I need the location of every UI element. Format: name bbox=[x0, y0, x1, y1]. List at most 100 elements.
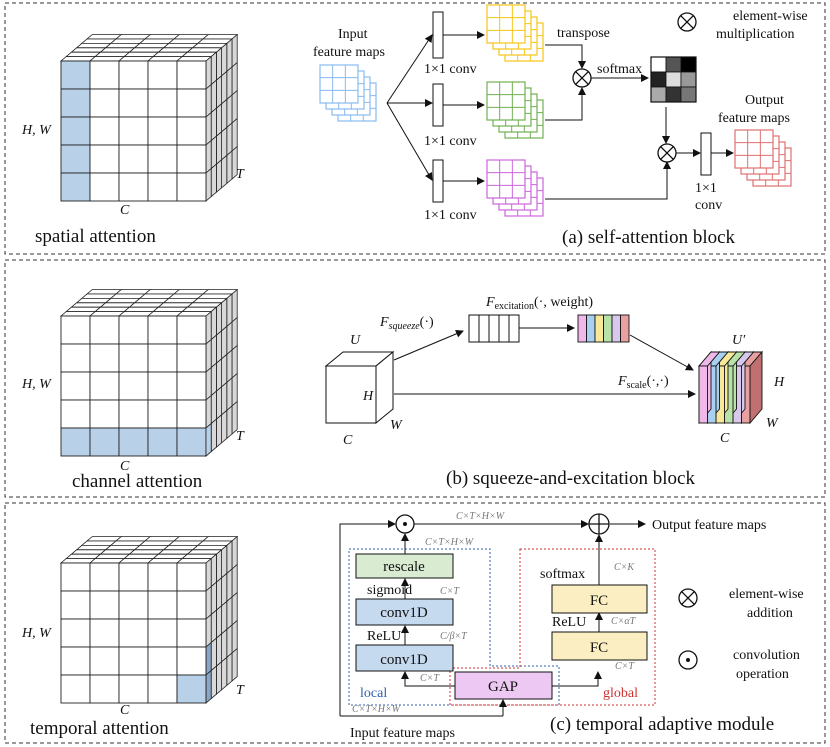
legend-conv-1: convolution bbox=[733, 648, 800, 663]
self-attention-caption: (a) self-attention block bbox=[562, 227, 736, 248]
conv-label-2: 1×1 conv bbox=[424, 134, 477, 149]
dim-fc-bottom: C×T bbox=[615, 661, 635, 672]
panel-b-border bbox=[4, 259, 826, 498]
squeeze-arrow bbox=[393, 330, 464, 361]
relu-right-label: ReLU bbox=[552, 615, 586, 630]
conv1d-bottom-box bbox=[355, 644, 454, 672]
gap-to-fc-arrow bbox=[552, 671, 602, 687]
rescale-label: rescale bbox=[383, 559, 425, 575]
multiply-circle-2 bbox=[657, 143, 677, 163]
softmax-label: softmax bbox=[597, 62, 642, 77]
c-label: C bbox=[343, 433, 353, 448]
dim-local: C×T bbox=[420, 673, 440, 684]
input-label-2: feature maps bbox=[313, 45, 385, 60]
output-label: Output feature maps bbox=[652, 518, 766, 533]
green-feature-maps bbox=[486, 81, 544, 139]
temporal-axis-c: C bbox=[120, 703, 130, 718]
channel-cube bbox=[59, 288, 239, 457]
multiply-circle-1 bbox=[572, 68, 592, 88]
legend-conv-2: operation bbox=[736, 667, 789, 682]
purple-to-mult-arrow bbox=[545, 161, 671, 200]
temporal-cube bbox=[59, 535, 239, 704]
c2-label: C bbox=[720, 431, 730, 446]
multiply-legend-icon bbox=[677, 12, 697, 32]
branch-arrow-bottom bbox=[386, 102, 433, 181]
spatial-axis-t: T bbox=[236, 167, 245, 182]
dim-relu-left: C/β×T bbox=[440, 631, 468, 642]
add-legend-icon bbox=[678, 588, 698, 608]
cube-u bbox=[324, 350, 395, 425]
dim-rescale: C×T×H×W bbox=[425, 537, 475, 548]
input-feature-maps bbox=[319, 64, 377, 122]
legend-mult-2: multiplication bbox=[716, 27, 795, 42]
green-to-mult-arrow bbox=[545, 87, 586, 121]
fc-top-label: FC bbox=[590, 593, 608, 609]
temporal-axis-t: T bbox=[236, 683, 245, 698]
spatial-caption: spatial attention bbox=[35, 226, 156, 247]
conv1d-top-label: conv1D bbox=[380, 605, 428, 621]
channel-caption: channel attention bbox=[72, 471, 203, 492]
fc-bottom-label: FC bbox=[590, 640, 608, 656]
squeeze-vector bbox=[468, 314, 520, 343]
u-prime-label: U′ bbox=[732, 333, 746, 348]
se-caption: (b) squeeze-and-excitation block bbox=[446, 468, 695, 489]
sigmoid-label: sigmoid bbox=[367, 583, 412, 598]
channel-axis-c: C bbox=[120, 459, 130, 474]
excitation-vector bbox=[577, 314, 630, 343]
conv1d-bottom-label: conv1D bbox=[380, 652, 428, 668]
tam-caption: (c) temporal adaptive module bbox=[550, 714, 774, 735]
yellow-feature-maps bbox=[486, 4, 544, 62]
w2-label: W bbox=[766, 416, 779, 431]
conv-label-1: 1×1 conv bbox=[424, 62, 477, 77]
h-label: H bbox=[362, 389, 374, 404]
f-excitation: Fexcitation(·, weight) bbox=[485, 295, 593, 312]
legend-add-2: addition bbox=[747, 606, 793, 621]
spatial-axis-hw: H, W bbox=[21, 123, 52, 138]
spatial-cube bbox=[59, 33, 239, 202]
input-skip-line bbox=[339, 520, 396, 716]
output-label-2: feature maps bbox=[718, 111, 790, 126]
h2-label: H bbox=[773, 375, 785, 390]
purple-feature-maps bbox=[486, 159, 544, 217]
dim-sigmoid: C×T bbox=[440, 586, 460, 597]
dim-softmax: C×K bbox=[614, 562, 635, 573]
final-conv-label-1: 1×1 bbox=[695, 181, 717, 196]
cube-u-prime bbox=[698, 350, 763, 425]
channel-axis-hw: H, W bbox=[21, 377, 52, 392]
f-scale: Fscale(·,·) bbox=[617, 374, 669, 391]
temporal-caption: temporal attention bbox=[30, 718, 169, 739]
channel-axis-t: T bbox=[236, 429, 245, 444]
dim-relu-right: C×αT bbox=[611, 616, 637, 627]
conv-bar-bottom bbox=[432, 159, 444, 203]
conv-bar-mid bbox=[432, 83, 444, 127]
conv-label-3: 1×1 conv bbox=[424, 208, 477, 223]
conv-op-circle bbox=[395, 514, 415, 534]
global-label: global bbox=[603, 686, 638, 701]
spatial-axis-c: C bbox=[120, 203, 130, 218]
conv1d-top-box bbox=[355, 598, 454, 626]
legend-mult-1: element-wise bbox=[733, 9, 808, 24]
add-circle bbox=[588, 513, 610, 535]
final-conv-bar bbox=[700, 132, 712, 176]
local-label: local bbox=[360, 686, 387, 701]
output-label-1: Output bbox=[745, 93, 784, 108]
gap-box bbox=[454, 671, 553, 700]
global-region bbox=[449, 548, 656, 706]
output-feature-maps bbox=[734, 129, 792, 187]
f-squeeze: Fsqueeze(·) bbox=[379, 315, 434, 332]
excitation-to-scale-arrow bbox=[629, 334, 694, 371]
gap-label: GAP bbox=[488, 679, 518, 695]
final-conv-label-2: conv bbox=[695, 198, 722, 213]
fc-bottom-box bbox=[551, 631, 648, 661]
conv-legend-icon bbox=[678, 650, 698, 670]
w-label: W bbox=[390, 418, 403, 433]
legend-add-1: element-wise bbox=[729, 587, 804, 602]
fc-top-box bbox=[551, 584, 648, 614]
local-region bbox=[348, 548, 560, 706]
gap-to-conv1d-arrow bbox=[401, 671, 455, 687]
panel-a-border bbox=[4, 2, 826, 255]
input-label: Input feature maps bbox=[350, 726, 455, 741]
temporal-axis-hw: H, W bbox=[21, 626, 52, 641]
transpose-label: transpose bbox=[557, 26, 610, 41]
attention-matrix bbox=[650, 56, 697, 103]
